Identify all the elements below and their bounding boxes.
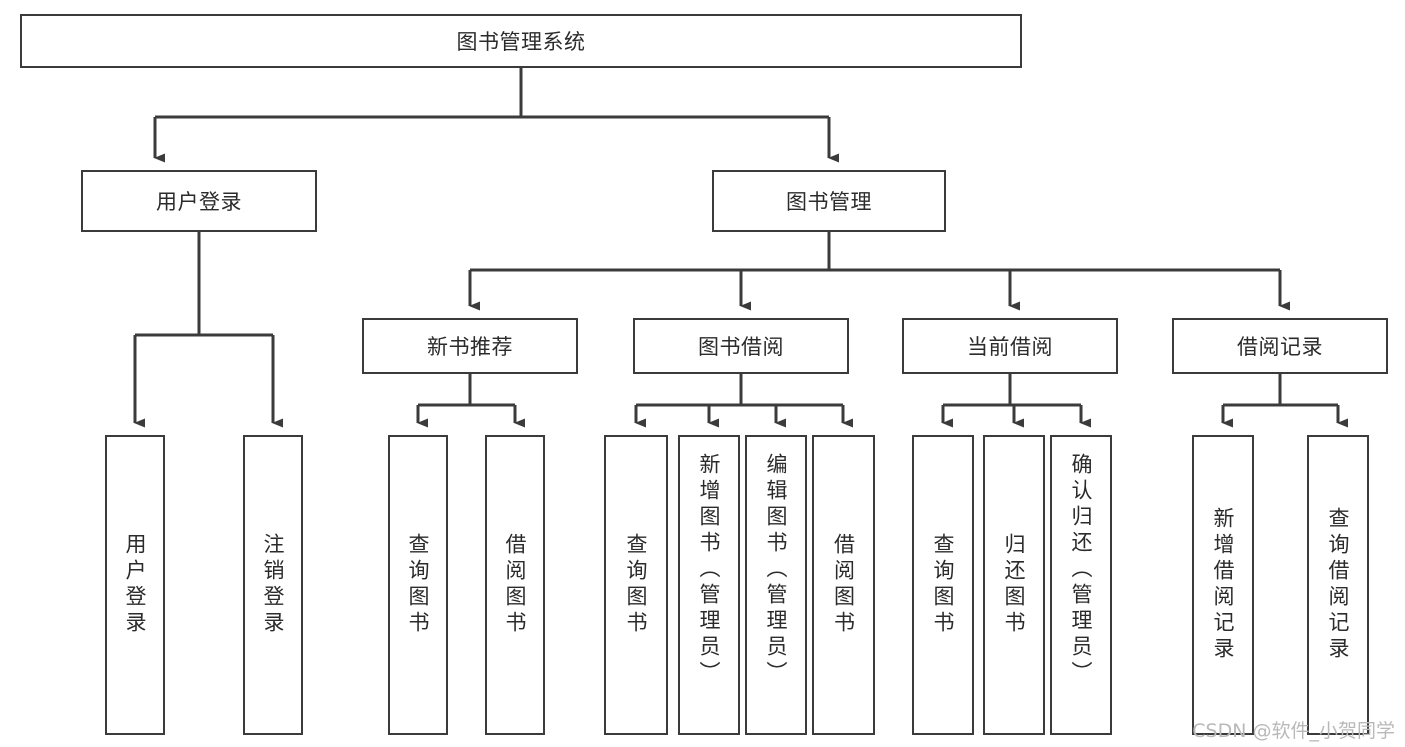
node-leaf-return-book[interactable]: 归还图书 (983, 435, 1045, 735)
node-leaf-confirm-return-label: 确认归还（管理员） (1069, 453, 1093, 687)
node-leaf-query-record-label: 查询借阅记录 (1326, 507, 1350, 663)
node-leaf-query-book-1-label: 查询图书 (406, 533, 430, 637)
node-leaf-borrow-book-1[interactable]: 借阅图书 (485, 435, 545, 735)
csdn-watermark: CSDN @软件_小贺同学 (1192, 720, 1395, 742)
node-root[interactable]: 图书管理系统 (20, 14, 1022, 68)
node-current-borrow[interactable]: 当前借阅 (902, 318, 1118, 374)
node-leaf-query-book-3-label: 查询图书 (931, 533, 955, 637)
node-leaf-add-book[interactable]: 新增图书（管理员） (678, 435, 740, 735)
node-leaf-user-logout[interactable]: 注销登录 (243, 435, 303, 735)
node-book-manage-label: 图书管理 (786, 190, 872, 214)
node-book-borrow-label: 图书借阅 (698, 335, 784, 359)
node-leaf-borrow-book-2-label: 借阅图书 (831, 533, 856, 637)
node-leaf-user-logout-label: 注销登录 (261, 533, 285, 637)
node-leaf-borrow-book-1-label: 借阅图书 (503, 533, 527, 637)
node-leaf-query-book-1[interactable]: 查询图书 (388, 435, 448, 735)
node-new-book-rec-label: 新书推荐 (427, 335, 513, 359)
node-borrow-record[interactable]: 借阅记录 (1172, 318, 1388, 374)
node-leaf-confirm-return[interactable]: 确认归还（管理员） (1050, 435, 1112, 735)
node-leaf-query-record[interactable]: 查询借阅记录 (1307, 435, 1369, 735)
node-leaf-query-book-2[interactable]: 查询图书 (604, 435, 668, 735)
node-user-login-label: 用户登录 (156, 190, 242, 214)
node-current-borrow-label: 当前借阅 (967, 335, 1053, 359)
node-leaf-user-login[interactable]: 用户登录 (105, 435, 165, 735)
node-leaf-edit-book-label: 编辑图书（管理员） (764, 453, 788, 687)
node-book-manage[interactable]: 图书管理 (712, 170, 946, 232)
node-leaf-add-record[interactable]: 新增借阅记录 (1192, 435, 1254, 735)
node-new-book-rec[interactable]: 新书推荐 (362, 318, 578, 374)
node-leaf-return-book-label: 归还图书 (1002, 533, 1026, 637)
node-leaf-edit-book[interactable]: 编辑图书（管理员） (745, 435, 807, 735)
node-root-label: 图书管理系统 (456, 30, 586, 54)
node-book-borrow[interactable]: 图书借阅 (633, 318, 849, 374)
node-borrow-record-label: 借阅记录 (1237, 335, 1323, 359)
node-leaf-add-book-label: 新增图书（管理员） (697, 453, 721, 687)
node-leaf-add-record-label: 新增借阅记录 (1211, 507, 1235, 663)
node-leaf-query-book-2-label: 查询图书 (624, 533, 648, 637)
node-user-login[interactable]: 用户登录 (81, 170, 317, 232)
node-leaf-user-login-label: 用户登录 (123, 533, 147, 637)
node-leaf-query-book-3[interactable]: 查询图书 (912, 435, 974, 735)
node-leaf-borrow-book-2[interactable]: 借阅图书 (812, 435, 875, 735)
